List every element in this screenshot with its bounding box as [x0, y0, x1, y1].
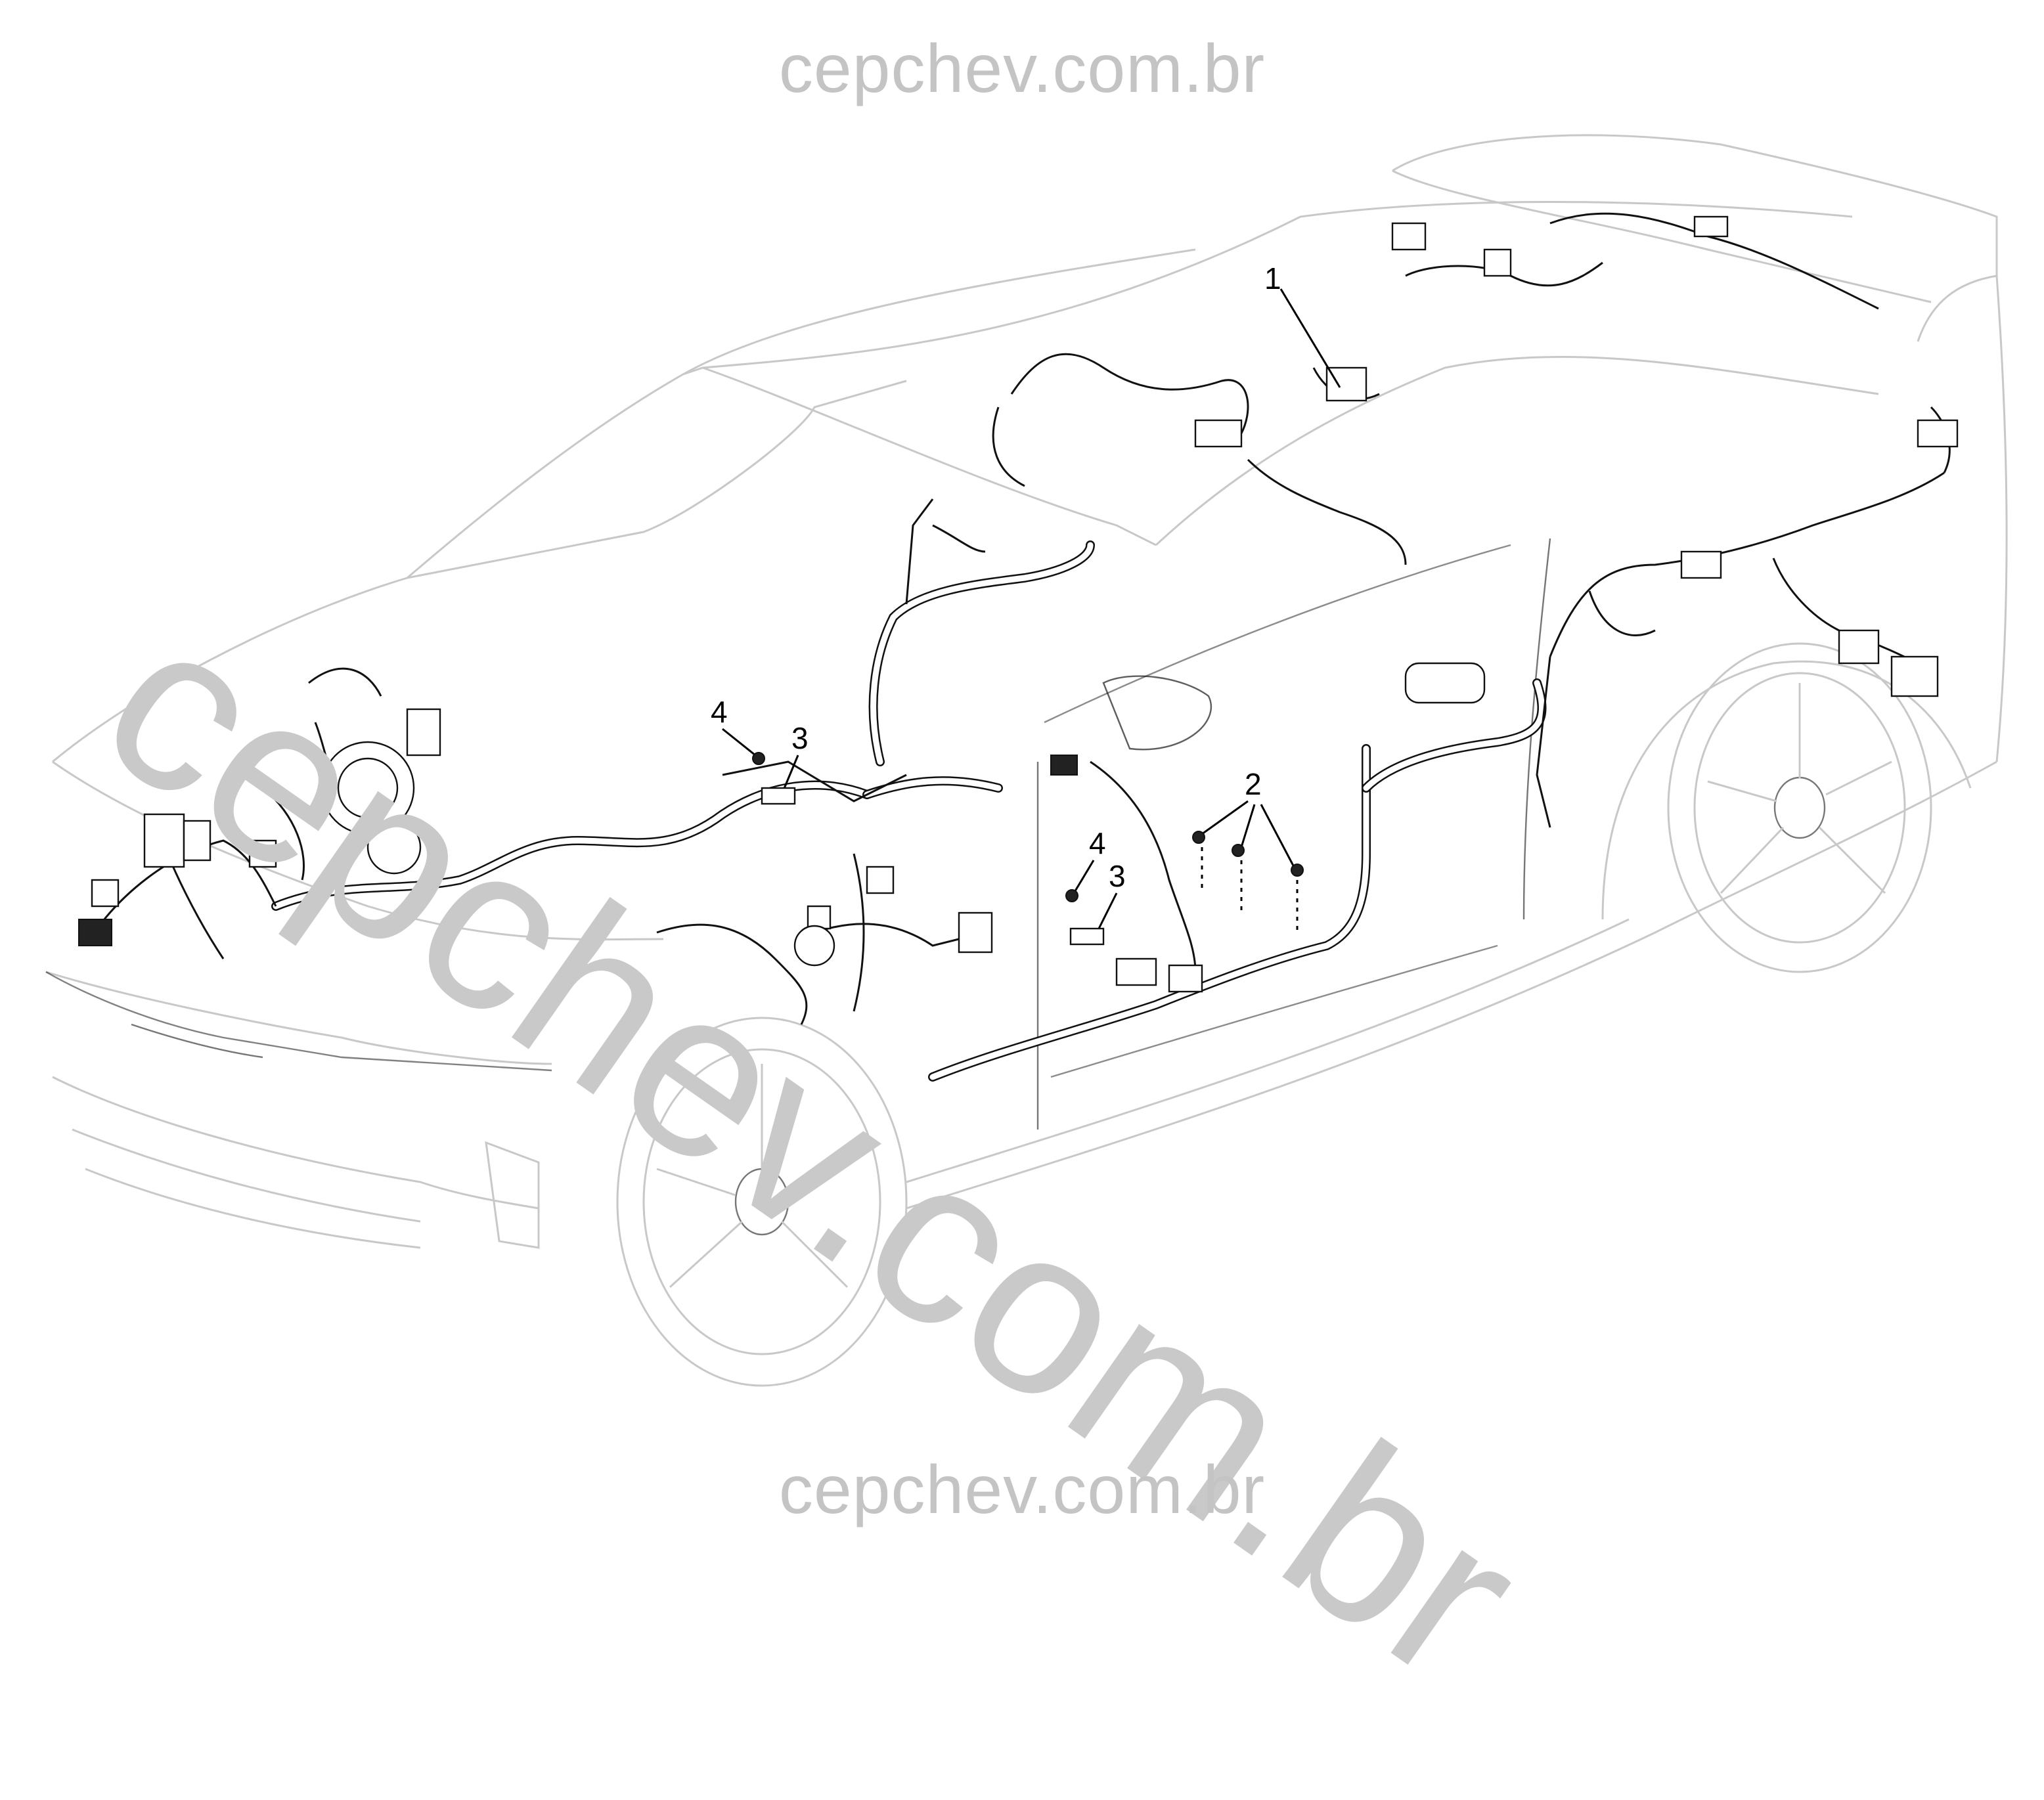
body-side-harness [928, 662, 1547, 1082]
diagram-page: cepchev.com.br [45, 31, 2008, 1730]
instrument-panel-harness [656, 498, 1095, 1025]
car-body-outline [45, 134, 2008, 1249]
callout-labels: 1 2 3 4 3 4 [711, 261, 1281, 893]
roof-harness [992, 212, 1879, 565]
front-wheel [616, 1017, 908, 1387]
watermark-top: cepchev.com.br [778, 31, 1266, 107]
callout-4-left: 4 [711, 695, 728, 729]
callout-1: 1 [1264, 261, 1281, 296]
callout-3-left: 3 [791, 721, 809, 755]
rear-harness [1536, 406, 1959, 828]
callout-2: 2 [1245, 767, 1262, 801]
wiring-harness-diagram: 1 2 3 4 3 4 [45, 134, 2008, 1387]
callout-3-right: 3 [1109, 859, 1126, 893]
rear-wheel [1667, 642, 1932, 973]
callout-leaders [722, 288, 1341, 946]
callout-4-right: 4 [1089, 826, 1106, 860]
watermark-bottom: cepchev.com.br [778, 1452, 1266, 1528]
